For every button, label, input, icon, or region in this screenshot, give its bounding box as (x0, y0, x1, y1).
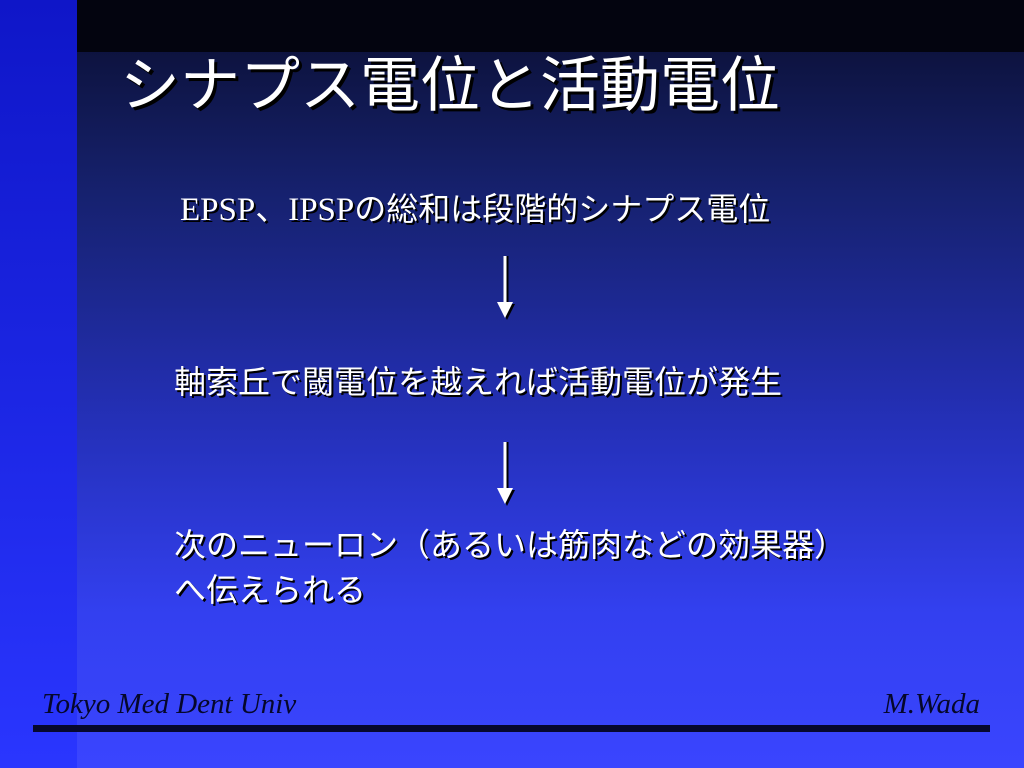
text-line-1-rest: の総和は段階的シナプス電位 (354, 190, 771, 228)
slide-title: シナプス電位と活動電位 (120, 51, 780, 121)
text-line-2: 軸索丘で閾電位を越えれば活動電位が発生 (174, 363, 783, 401)
top-bar (0, 0, 1024, 52)
text-line-1-latin: EPSP、IPSP (180, 192, 355, 228)
left-bar (0, 0, 77, 768)
down-arrow-icon (497, 256, 515, 320)
footer-institution: Tokyo Med Dent Univ (42, 688, 297, 720)
footer-divider (33, 725, 990, 732)
text-line-3: 次のニューロン（あるいは筋肉などの効果器） (174, 526, 847, 564)
down-arrow-icon (497, 442, 515, 506)
text-line-4: へ伝えられる (174, 571, 367, 609)
footer-author: M.Wada (883, 688, 980, 720)
text-line-1: EPSP、IPSPの総和は段階的シナプス電位 (180, 189, 770, 231)
